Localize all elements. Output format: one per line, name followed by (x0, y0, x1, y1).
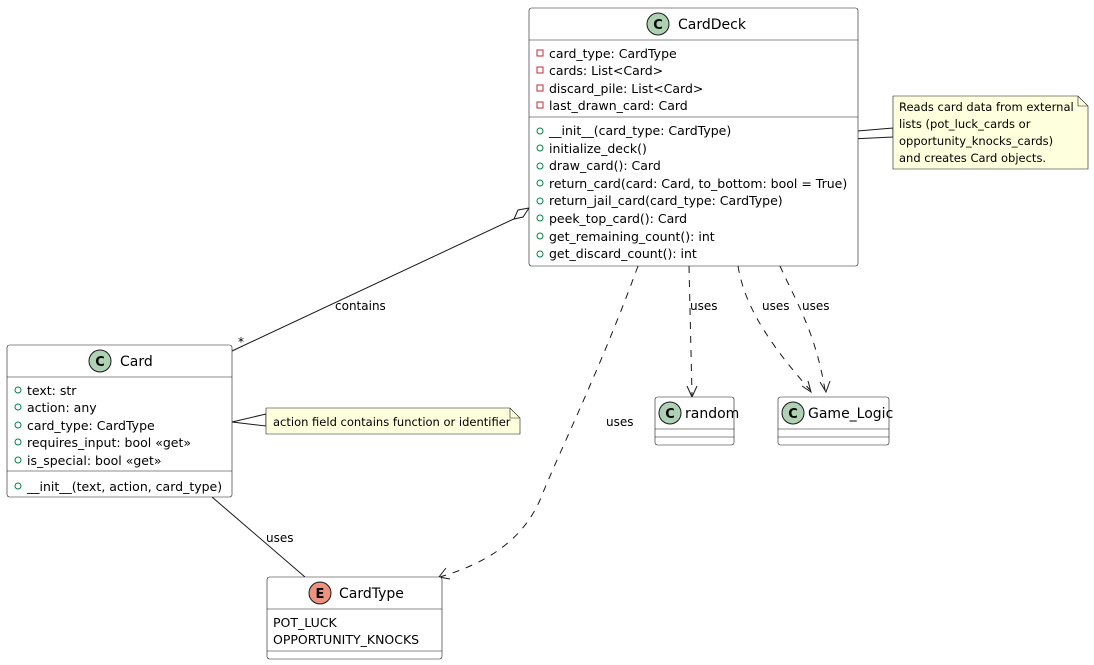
attribute-text: text: str (27, 383, 77, 398)
method-initialize-deck: initialize_deck() (549, 141, 647, 156)
attribute-discard-pile: discard_pile: List<Card> (549, 81, 703, 96)
card-note-connector (231, 413, 267, 427)
deck-note-line-4: and creates Card objects. (899, 151, 1046, 165)
enum-icon (308, 581, 332, 605)
random-title: random (685, 406, 739, 422)
game-logic-title: Game_Logic (808, 406, 893, 422)
note-card: action field contains function or identi… (265, 407, 521, 435)
public-marker (536, 162, 544, 170)
uses-label-card-cardtype: uses (266, 531, 294, 545)
edge-deck-uses-gamelogic-2 (779, 265, 831, 394)
enum-icon-letter: E (316, 587, 325, 602)
class-icon-letter: C (665, 407, 675, 422)
public-marker (14, 456, 22, 464)
method-get-remaining-count: get_remaining_count(): int (549, 229, 715, 244)
attribute-action: action: any (27, 400, 97, 415)
edge-deck-uses-random (686, 265, 698, 399)
carddeck-title: CardDeck (678, 17, 747, 33)
edge-card-uses-cardtype (211, 496, 306, 578)
class-icon-letter: C (788, 407, 798, 422)
attribute-card-type: card_type: CardType (549, 46, 677, 61)
cardtype-title: CardType (339, 586, 404, 602)
attribute-cards: cards: List<Card> (549, 63, 663, 78)
card-note-line-1: action field contains function or identi… (273, 415, 511, 429)
class-icon-letter: C (95, 355, 105, 370)
contains-label: contains (335, 299, 386, 313)
public-marker (14, 403, 22, 411)
method-return-jail-card: return_jail_card(card_type: CardType) (549, 193, 783, 208)
public-marker (14, 421, 22, 429)
private-marker (536, 101, 544, 109)
method-get-discard-count: get_discard_count(): int (549, 246, 697, 261)
public-marker (536, 250, 544, 258)
public-marker (14, 438, 22, 446)
method-draw-card: draw_card(): Card (549, 158, 661, 173)
public-marker (536, 144, 544, 152)
class-icon-letter: C (653, 18, 663, 33)
attribute-card-type: card_type: CardType (27, 418, 155, 433)
class-icon (88, 349, 112, 373)
public-marker (536, 214, 544, 222)
public-marker (536, 232, 544, 240)
class-game-logic[interactable]: C Game_Logic (777, 396, 893, 446)
card-title: Card (120, 354, 153, 370)
edge-deck-uses-gamelogic-1 (737, 265, 812, 394)
private-marker (536, 66, 544, 74)
enum-value-pot-luck: POT_LUCK (273, 615, 337, 630)
private-marker (536, 49, 544, 57)
attribute-requires-input: requires_input: bool «get» (27, 435, 191, 450)
public-marker (536, 197, 544, 205)
class-card[interactable]: C Card text: str action: any card_type: … (6, 344, 233, 498)
class-icon (781, 401, 805, 425)
uses-label-gamelogic-2: uses (802, 299, 830, 313)
class-carddeck[interactable]: C CardDeck card_type: CardType cards: Li… (528, 7, 859, 267)
uses-label-random: uses (690, 299, 718, 313)
private-marker (536, 84, 544, 92)
deck-note-line-2: lists (pot_luck_cards or (899, 117, 1031, 131)
public-marker (536, 127, 544, 135)
method-init: __init__(text, action, card_type) (26, 479, 222, 494)
contains-multiplicity: * (238, 335, 244, 349)
method-peek-top-card: peek_top_card(): Card (549, 211, 687, 226)
enum-cardtype[interactable]: E CardType POT_LUCK OPPORTUNITY_KNOCKS (266, 576, 443, 660)
class-random[interactable]: C random (654, 396, 739, 446)
class-icon (646, 12, 670, 36)
deck-note-line-3: opportunity_knocks_cards) (899, 134, 1053, 148)
deck-note-line-1: Reads card data from external (899, 100, 1074, 114)
class-icon (658, 401, 682, 425)
attribute-is-special: is_special: bool «get» (27, 453, 162, 468)
method-return-card: return_card(card: Card, to_bottom: bool … (549, 176, 847, 191)
method-init: __init__(card_type: CardType) (548, 123, 731, 138)
attribute-last-drawn-card: last_drawn_card: Card (549, 98, 688, 113)
uses-label-cardtype: uses (606, 415, 634, 429)
enum-value-opportunity-knocks: OPPORTUNITY_KNOCKS (273, 632, 419, 647)
public-marker (536, 179, 544, 187)
edge-contains (231, 207, 531, 352)
public-marker (14, 482, 22, 490)
note-deck: Reads card data from external lists (pot… (892, 95, 1089, 170)
public-marker (14, 386, 22, 394)
uses-label-gamelogic-1: uses (762, 299, 790, 313)
aggregation-diamond (513, 207, 531, 220)
